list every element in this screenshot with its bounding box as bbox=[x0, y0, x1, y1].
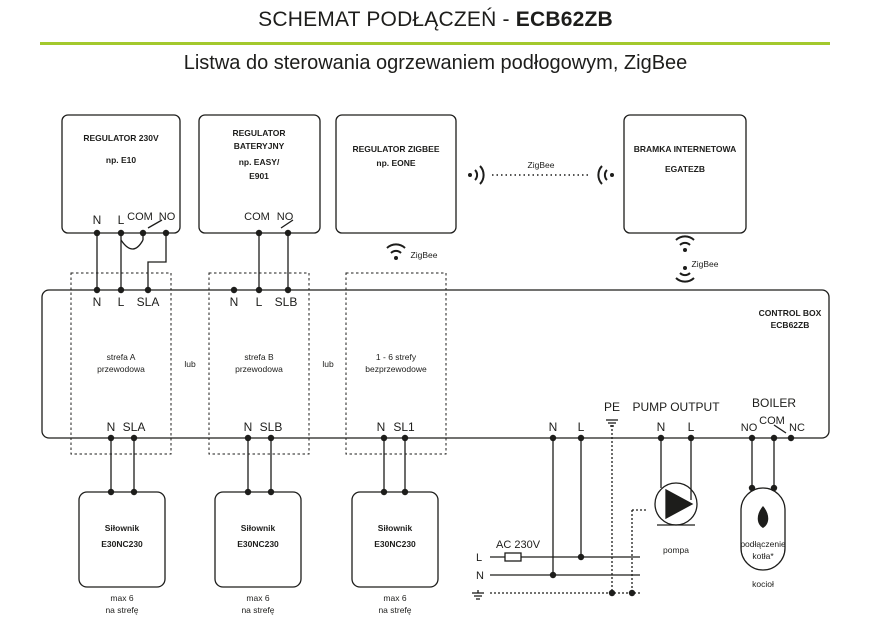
actuator-2-note1: max 6 bbox=[246, 593, 269, 603]
zone-a-top-sla: SLA bbox=[137, 295, 160, 309]
pump-output-label: PUMP OUTPUT bbox=[632, 400, 720, 414]
zigbee-regulator-label: ZigBee bbox=[411, 250, 438, 260]
title-prefix: SCHEMAT PODŁĄCZEŃ - bbox=[258, 8, 516, 31]
zone-b-line2: przewodowa bbox=[235, 364, 283, 374]
boiler-terminal-nc: NC bbox=[789, 422, 805, 434]
signal-icon-zigbee-regulator bbox=[386, 243, 406, 260]
regzb-line1: REGULATOR ZIGBEE bbox=[352, 144, 439, 154]
supply-n-label: N bbox=[476, 570, 484, 582]
zone-b-top-n: N bbox=[230, 295, 239, 309]
actuator-1-note2: na strefę bbox=[105, 605, 138, 615]
actuator-3-line2: E30NC230 bbox=[374, 539, 416, 549]
regzb-line2: np. EONE bbox=[376, 158, 416, 168]
zone-wireless-bottom-sl1: SL1 bbox=[393, 420, 415, 434]
zone-wireless-frame bbox=[345, 272, 447, 455]
gateway-line2: EGATEZB bbox=[665, 164, 705, 174]
zone-a-top-l: L bbox=[118, 295, 125, 309]
boiler-device-label: kocioł bbox=[752, 579, 774, 589]
gateway-box bbox=[623, 114, 747, 234]
actuator-box-1 bbox=[78, 491, 166, 588]
zone-b-bottom-n: N bbox=[244, 420, 253, 434]
zone-a-bottom-n: N bbox=[107, 420, 116, 434]
control-box-line1: CONTROL BOX bbox=[759, 308, 822, 318]
page-subtitle: Listwa do sterowania ogrzewaniem podłogo… bbox=[183, 52, 688, 74]
zone-b-bottom-slb: SLB bbox=[260, 420, 283, 434]
control-box-line2: ECB62ZB bbox=[771, 320, 810, 330]
actuator-2-line2: E30NC230 bbox=[237, 539, 279, 549]
regulator-zigbee-box bbox=[335, 114, 457, 234]
signal-icon-gateway-top bbox=[675, 235, 695, 252]
actuator-3-note2: na strefę bbox=[378, 605, 411, 615]
pump-terminal-n: N bbox=[657, 420, 666, 434]
boiler-device-line1: podłączenie bbox=[740, 539, 786, 549]
zone-a-line1: strefa A bbox=[107, 352, 136, 362]
pump-label: pompa bbox=[663, 545, 689, 555]
supply-label: AC 230V bbox=[496, 539, 541, 551]
signal-icon-gateway-bottom bbox=[675, 266, 695, 283]
zigbee-signal-icons bbox=[386, 165, 695, 283]
pump-terminal-l: L bbox=[688, 420, 695, 434]
zone-b-line1: strefa B bbox=[244, 352, 274, 362]
reg230-line1: REGULATOR 230V bbox=[83, 133, 159, 143]
or-label-1: lub bbox=[184, 359, 196, 369]
power-terminal-n: N bbox=[549, 420, 558, 434]
page-title: SCHEMAT PODŁĄCZEŃ - ECB62ZB bbox=[0, 8, 871, 32]
actuator-1-line2: E30NC230 bbox=[101, 539, 143, 549]
boiler-terminal-no: NO bbox=[741, 422, 758, 434]
regbat-terminal-no: NO bbox=[277, 211, 294, 223]
title-divider bbox=[40, 42, 830, 45]
gateway-line1: BRAMKA INTERNETOWA bbox=[634, 144, 736, 154]
zone-a-top-n: N bbox=[93, 295, 102, 309]
zone-wireless-bottom-n: N bbox=[377, 420, 386, 434]
or-label-2: lub bbox=[322, 359, 334, 369]
regbat-terminal-com: COM bbox=[244, 211, 270, 223]
reg230-terminal-n: N bbox=[93, 213, 102, 227]
boiler-device-line2: kotła* bbox=[752, 551, 774, 561]
actuator-2-line1: Siłownik bbox=[241, 523, 276, 533]
zigbee-link-label: ZigBee bbox=[528, 160, 555, 170]
title-model: ECB62ZB bbox=[515, 8, 613, 31]
reg230-terminal-l: L bbox=[118, 213, 125, 227]
actuator-3-note1: max 6 bbox=[383, 593, 406, 603]
power-terminal-l: L bbox=[578, 420, 585, 434]
signal-icon-link-left bbox=[468, 165, 485, 185]
reg230-terminal-no: NO bbox=[159, 211, 176, 223]
reg230-line2: np. E10 bbox=[106, 155, 137, 165]
regbat-line4: E901 bbox=[249, 171, 269, 181]
zone-b-top-slb: SLB bbox=[275, 295, 298, 309]
control-box bbox=[41, 289, 830, 439]
boiler-label: BOILER bbox=[752, 396, 796, 410]
boiler-symbol bbox=[740, 487, 786, 571]
actuator-box-3 bbox=[351, 491, 439, 588]
zone-a-line2: przewodowa bbox=[97, 364, 145, 374]
pe-label: PE bbox=[604, 400, 620, 414]
zone-wireless-line1: 1 - 6 strefy bbox=[376, 352, 417, 362]
reg230-terminal-com: COM bbox=[127, 211, 153, 223]
actuator-3-line1: Siłownik bbox=[378, 523, 413, 533]
signal-icon-link-right bbox=[597, 165, 614, 185]
supply-l-label: L bbox=[476, 552, 482, 564]
actuator-1-note1: max 6 bbox=[110, 593, 133, 603]
boiler-terminal-com: COM bbox=[759, 415, 785, 427]
zone-a-bottom-sla: SLA bbox=[123, 420, 146, 434]
actuator-box-2 bbox=[214, 491, 302, 588]
zone-b-top-l: L bbox=[256, 295, 263, 309]
regbat-line1: REGULATOR bbox=[232, 128, 285, 138]
zone-wireless-line2: bezprzewodowe bbox=[365, 364, 427, 374]
actuator-1-line1: Siłownik bbox=[105, 523, 140, 533]
regbat-line2: BATERYJNY bbox=[234, 141, 285, 151]
regbat-line3: np. EASY/ bbox=[239, 157, 280, 167]
actuator-2-note2: na strefę bbox=[241, 605, 274, 615]
zigbee-gateway-label: ZigBee bbox=[692, 259, 719, 269]
